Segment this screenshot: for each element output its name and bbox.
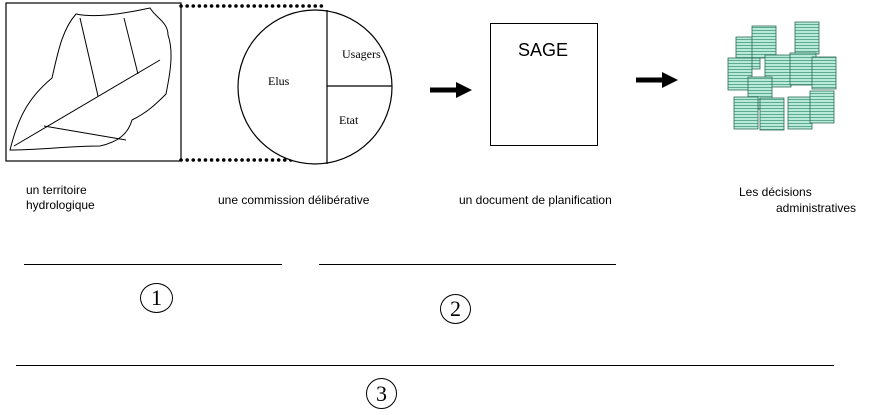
label-etat: Etat: [339, 113, 359, 127]
step-number-2: 2: [440, 294, 471, 324]
sage-label: SAGE: [518, 40, 569, 60]
arrow-right-icon: [430, 82, 472, 98]
step-number-3: 3: [366, 378, 397, 409]
caption-decisions-line1: Les décisions: [739, 185, 812, 199]
documents-stack-icon: [727, 21, 837, 131]
territory-map: [5, 2, 182, 162]
watershed-map-icon: [9, 7, 172, 151]
caption-commission: une commission délibérative: [218, 193, 370, 207]
caption-decisions-line2: administratives: [776, 201, 857, 215]
label-usagers: Usagers: [342, 47, 381, 61]
commission-ellipse: [237, 9, 393, 165]
group-line-2: [319, 264, 616, 265]
step-number-1: 1: [140, 283, 173, 313]
arrow-right-icon: [636, 72, 678, 88]
group-line-1: [24, 264, 282, 265]
caption-document: un document de planification: [459, 193, 612, 207]
caption-territoire-line1: un territoire: [26, 183, 87, 197]
group-line-3: [16, 365, 834, 366]
label-elus: Elus: [268, 74, 290, 88]
caption-territoire-line2: hydrologique: [26, 198, 95, 212]
sage-document-box: [490, 23, 598, 146]
